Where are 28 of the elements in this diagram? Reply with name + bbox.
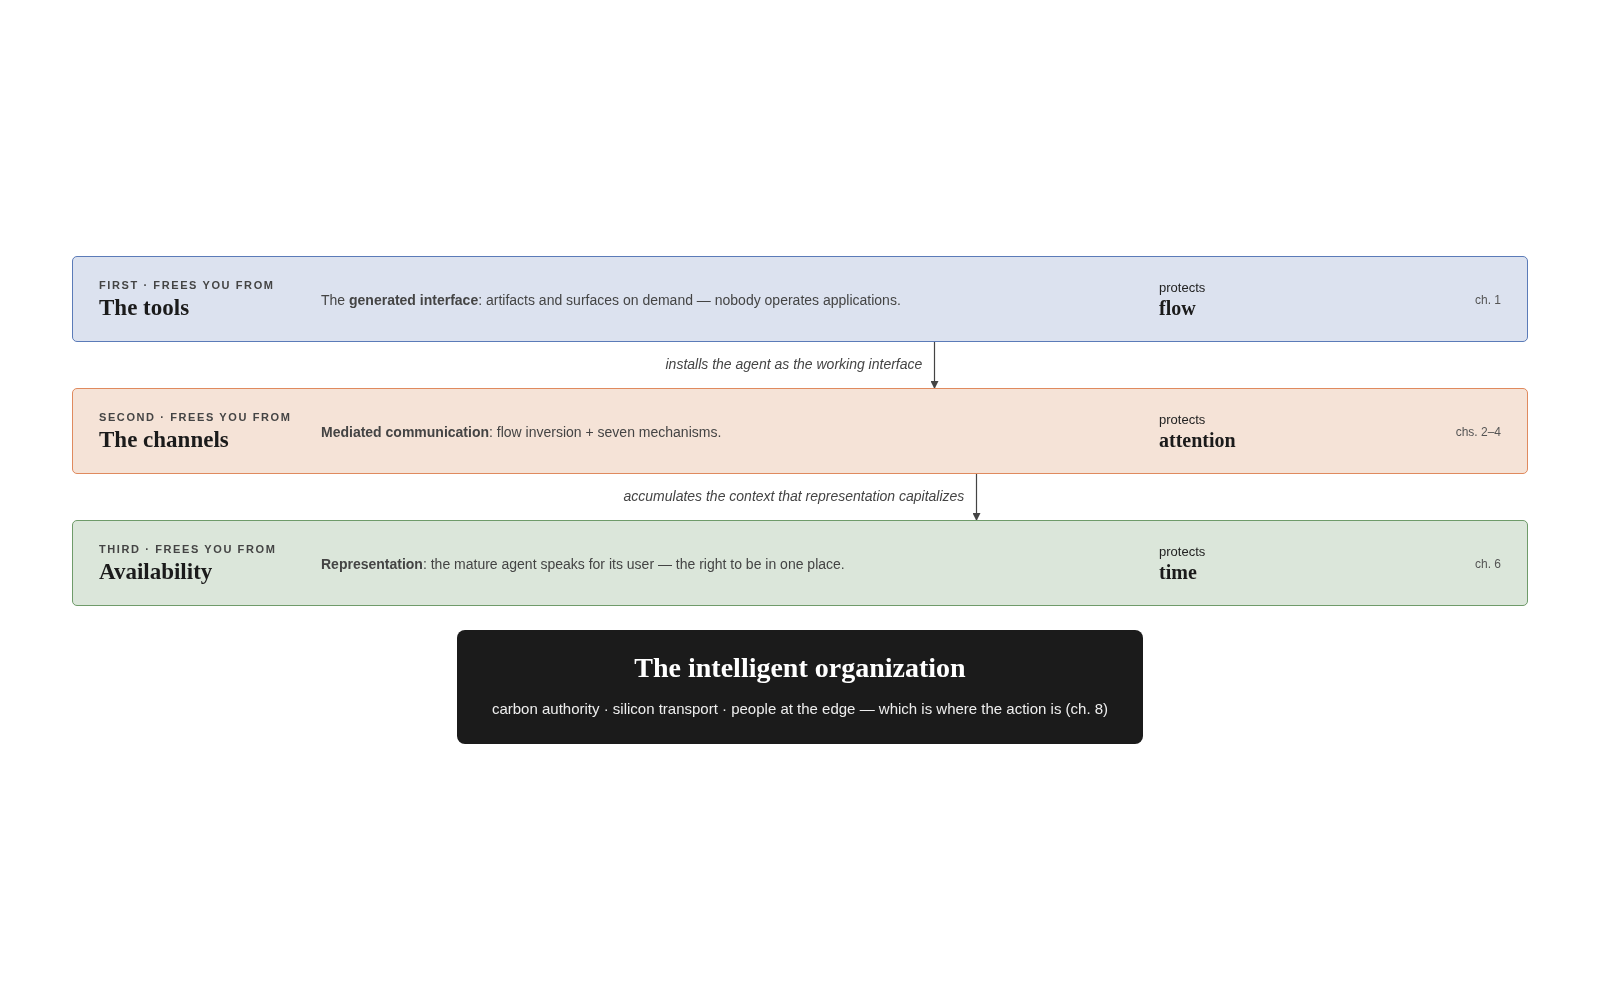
band-panel xyxy=(72,388,1528,474)
chapter-reference: ch. 1 xyxy=(1475,293,1501,307)
band-title: Availability xyxy=(99,559,213,585)
band-panel xyxy=(72,520,1528,606)
protected-value: time xyxy=(1159,561,1197,584)
chapter-reference: chs. 2–4 xyxy=(1455,425,1501,439)
band-title: The channels xyxy=(99,427,229,453)
edge-label: accumulates the context that representation capitalizes xyxy=(621,488,967,504)
box-title: The intelligent organization xyxy=(633,652,967,684)
band-kicker: THIRD · FREES YOU FROM xyxy=(99,543,277,555)
protected-value: flow xyxy=(1159,297,1196,320)
band-kicker: FIRST · FREES YOU FROM xyxy=(99,279,275,291)
band-panel xyxy=(72,256,1528,342)
band-description: Representation: the mature agent speaks for its user — the right to be in one place. xyxy=(321,556,845,572)
summary-panel xyxy=(457,630,1143,744)
box-subtitle: carbon authority · silicon transport · people at the edge — which is where the action is (ch. 8) xyxy=(490,700,1110,717)
edge-label: installs the agent as the working interface xyxy=(663,356,925,372)
band-description: The generated interface: artifacts and surfaces on demand — nobody operates applications. xyxy=(321,292,901,308)
protects-label: protects xyxy=(1159,544,1206,559)
protected-value: attention xyxy=(1159,429,1236,452)
band-kicker: SECOND · FREES YOU FROM xyxy=(99,411,292,423)
protects-label: protects xyxy=(1159,412,1206,427)
arrow xyxy=(930,341,939,389)
band-description: Mediated communication: flow inversion + seven mechanisms. xyxy=(321,424,722,440)
arrow xyxy=(972,473,981,521)
chapter-reference: ch. 6 xyxy=(1475,557,1501,571)
protects-label: protects xyxy=(1159,280,1206,295)
band-title: The tools xyxy=(99,295,190,321)
